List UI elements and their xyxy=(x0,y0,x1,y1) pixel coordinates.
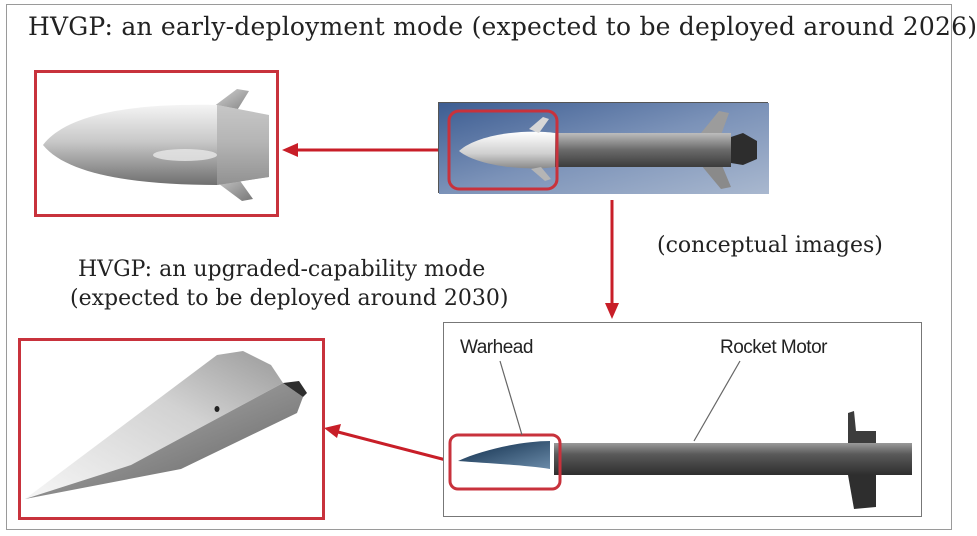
warhead-highlight xyxy=(448,433,562,491)
figure-title: HVGP: an early-deployment mode (expected… xyxy=(28,12,977,41)
schematic-fin-top xyxy=(848,411,876,443)
booster-fin-top xyxy=(701,111,729,135)
wedge-top-surface xyxy=(25,351,283,499)
glider-nose xyxy=(459,131,555,169)
wedge-tail xyxy=(283,381,307,397)
warhead-leader xyxy=(499,360,523,436)
early-glider-illustration xyxy=(43,89,269,201)
upgraded-mode-title: HVGP: an upgraded-capability mode xyxy=(78,257,486,282)
upgraded-glider-illustration xyxy=(25,351,307,499)
booster-nozzle xyxy=(731,133,757,165)
schematic-fin-bottom xyxy=(848,475,876,509)
figure-frame xyxy=(6,4,952,530)
motor-leader xyxy=(693,360,741,442)
booster-fin-bottom xyxy=(701,163,731,189)
upgraded-mode-date: (expected to be deployed around 2030) xyxy=(70,286,509,311)
upgraded-glider-box xyxy=(18,338,325,520)
warhead-label: Warhead xyxy=(460,337,533,358)
conceptual-images-note: (conceptual images) xyxy=(657,233,883,258)
glider-highlight xyxy=(447,109,559,191)
warhead-glider xyxy=(458,441,550,469)
booster-tube xyxy=(551,133,731,167)
booster-photo xyxy=(438,102,769,194)
early-glider-box xyxy=(34,70,279,217)
booster-schematic: Warhead Rocket Motor xyxy=(443,322,922,517)
rocket-motor-body xyxy=(554,443,912,475)
rocket-motor-label: Rocket Motor xyxy=(720,337,827,358)
wedge-side-surface xyxy=(25,383,303,499)
glider-body xyxy=(43,104,269,185)
